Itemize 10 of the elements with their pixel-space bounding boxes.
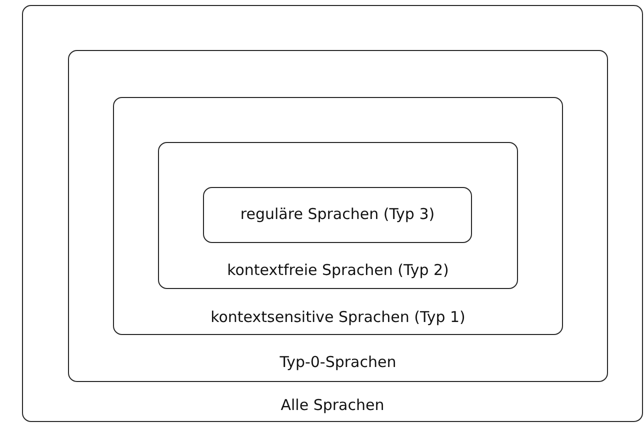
set-label: Typ-0-Sprachen bbox=[280, 353, 396, 371]
set-box bbox=[203, 187, 472, 243]
set-label: kontextsensitive Sprachen (Typ 1) bbox=[210, 308, 466, 326]
set-box bbox=[158, 142, 518, 289]
set-box bbox=[68, 50, 608, 382]
set-label: reguläre Sprachen (Typ 3) bbox=[240, 205, 435, 223]
set-box bbox=[22, 5, 643, 422]
set-box bbox=[113, 97, 563, 335]
set-label: Alle Sprachen bbox=[280, 396, 384, 414]
set-label: kontextfreie Sprachen (Typ 2) bbox=[227, 261, 449, 279]
